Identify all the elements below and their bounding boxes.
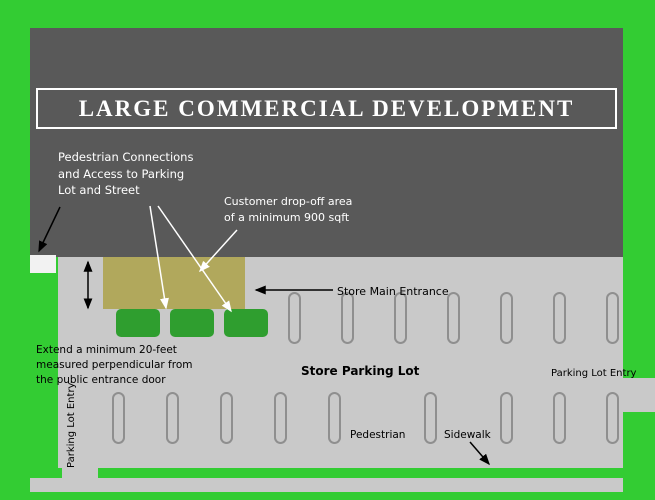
customer-dropoff-area <box>103 257 245 309</box>
extend-note-line1: Extend a minimum 20-feet <box>36 344 177 356</box>
store-main-entrance-label: Store Main Entrance <box>337 285 449 298</box>
pedestrian-connections-line2: and Access to Parking <box>58 166 185 181</box>
customer-dropoff-line2: of a minimum 900 sqft <box>224 211 350 224</box>
parking-stall <box>606 392 619 444</box>
pedestrian-walkway-2 <box>170 309 214 337</box>
parking-stall <box>424 392 437 444</box>
parking-stall <box>500 392 513 444</box>
street-road <box>30 478 623 492</box>
parking-lot-entry-right-label: Parking Lot Entry <box>551 368 637 379</box>
parking-stall <box>553 292 566 344</box>
pedestrian-sidewalk-word2: Sidewalk <box>444 429 491 441</box>
pedestrian-connections-line3: Lot and Street <box>58 183 140 197</box>
public-entrance-door <box>30 255 56 273</box>
parking-stall <box>112 392 125 444</box>
parking-stall <box>274 392 287 444</box>
parking-lot-entry-left-label: Parking Lot Entry <box>66 382 77 468</box>
parking-stall <box>166 392 179 444</box>
store-parking-lot-label: Store Parking Lot <box>301 364 420 378</box>
pedestrian-walkway-3 <box>224 309 268 337</box>
customer-dropoff-label: Customer drop-off area of a minimum 900 … <box>224 194 352 226</box>
parking-stall <box>288 292 301 344</box>
parking-stall <box>341 292 354 344</box>
parking-lot-entry-right-road <box>623 378 655 412</box>
parking-lot-entry-left-road <box>62 466 98 480</box>
pedestrian-connections-line1: Pedestrian Connections <box>58 150 194 164</box>
parking-stall <box>500 292 513 344</box>
extend-note-line2: measured perpendicular from <box>36 359 193 371</box>
pedestrian-connections-label: Pedestrian Connections and Access to Par… <box>58 149 193 199</box>
pedestrian-walkway-1 <box>116 309 160 337</box>
pedestrian-sidewalk-word1: Pedestrian <box>350 429 406 441</box>
page-title: LARGE COMMERCIAL DEVELOPMENT <box>78 95 575 121</box>
title-banner: LARGE COMMERCIAL DEVELOPMENT <box>36 88 617 129</box>
parking-stall <box>394 292 407 344</box>
parking-stall <box>553 392 566 444</box>
extend-note-label: Extend a minimum 20-feet measured perpen… <box>36 343 192 388</box>
extend-note-line3: the public entrance door <box>36 374 166 386</box>
parking-stall <box>328 392 341 444</box>
parking-stall <box>447 292 460 344</box>
commercial-building <box>30 28 623 257</box>
parking-stall <box>606 292 619 344</box>
customer-dropoff-line1: Customer drop-off area <box>224 195 353 208</box>
parking-stall <box>220 392 233 444</box>
